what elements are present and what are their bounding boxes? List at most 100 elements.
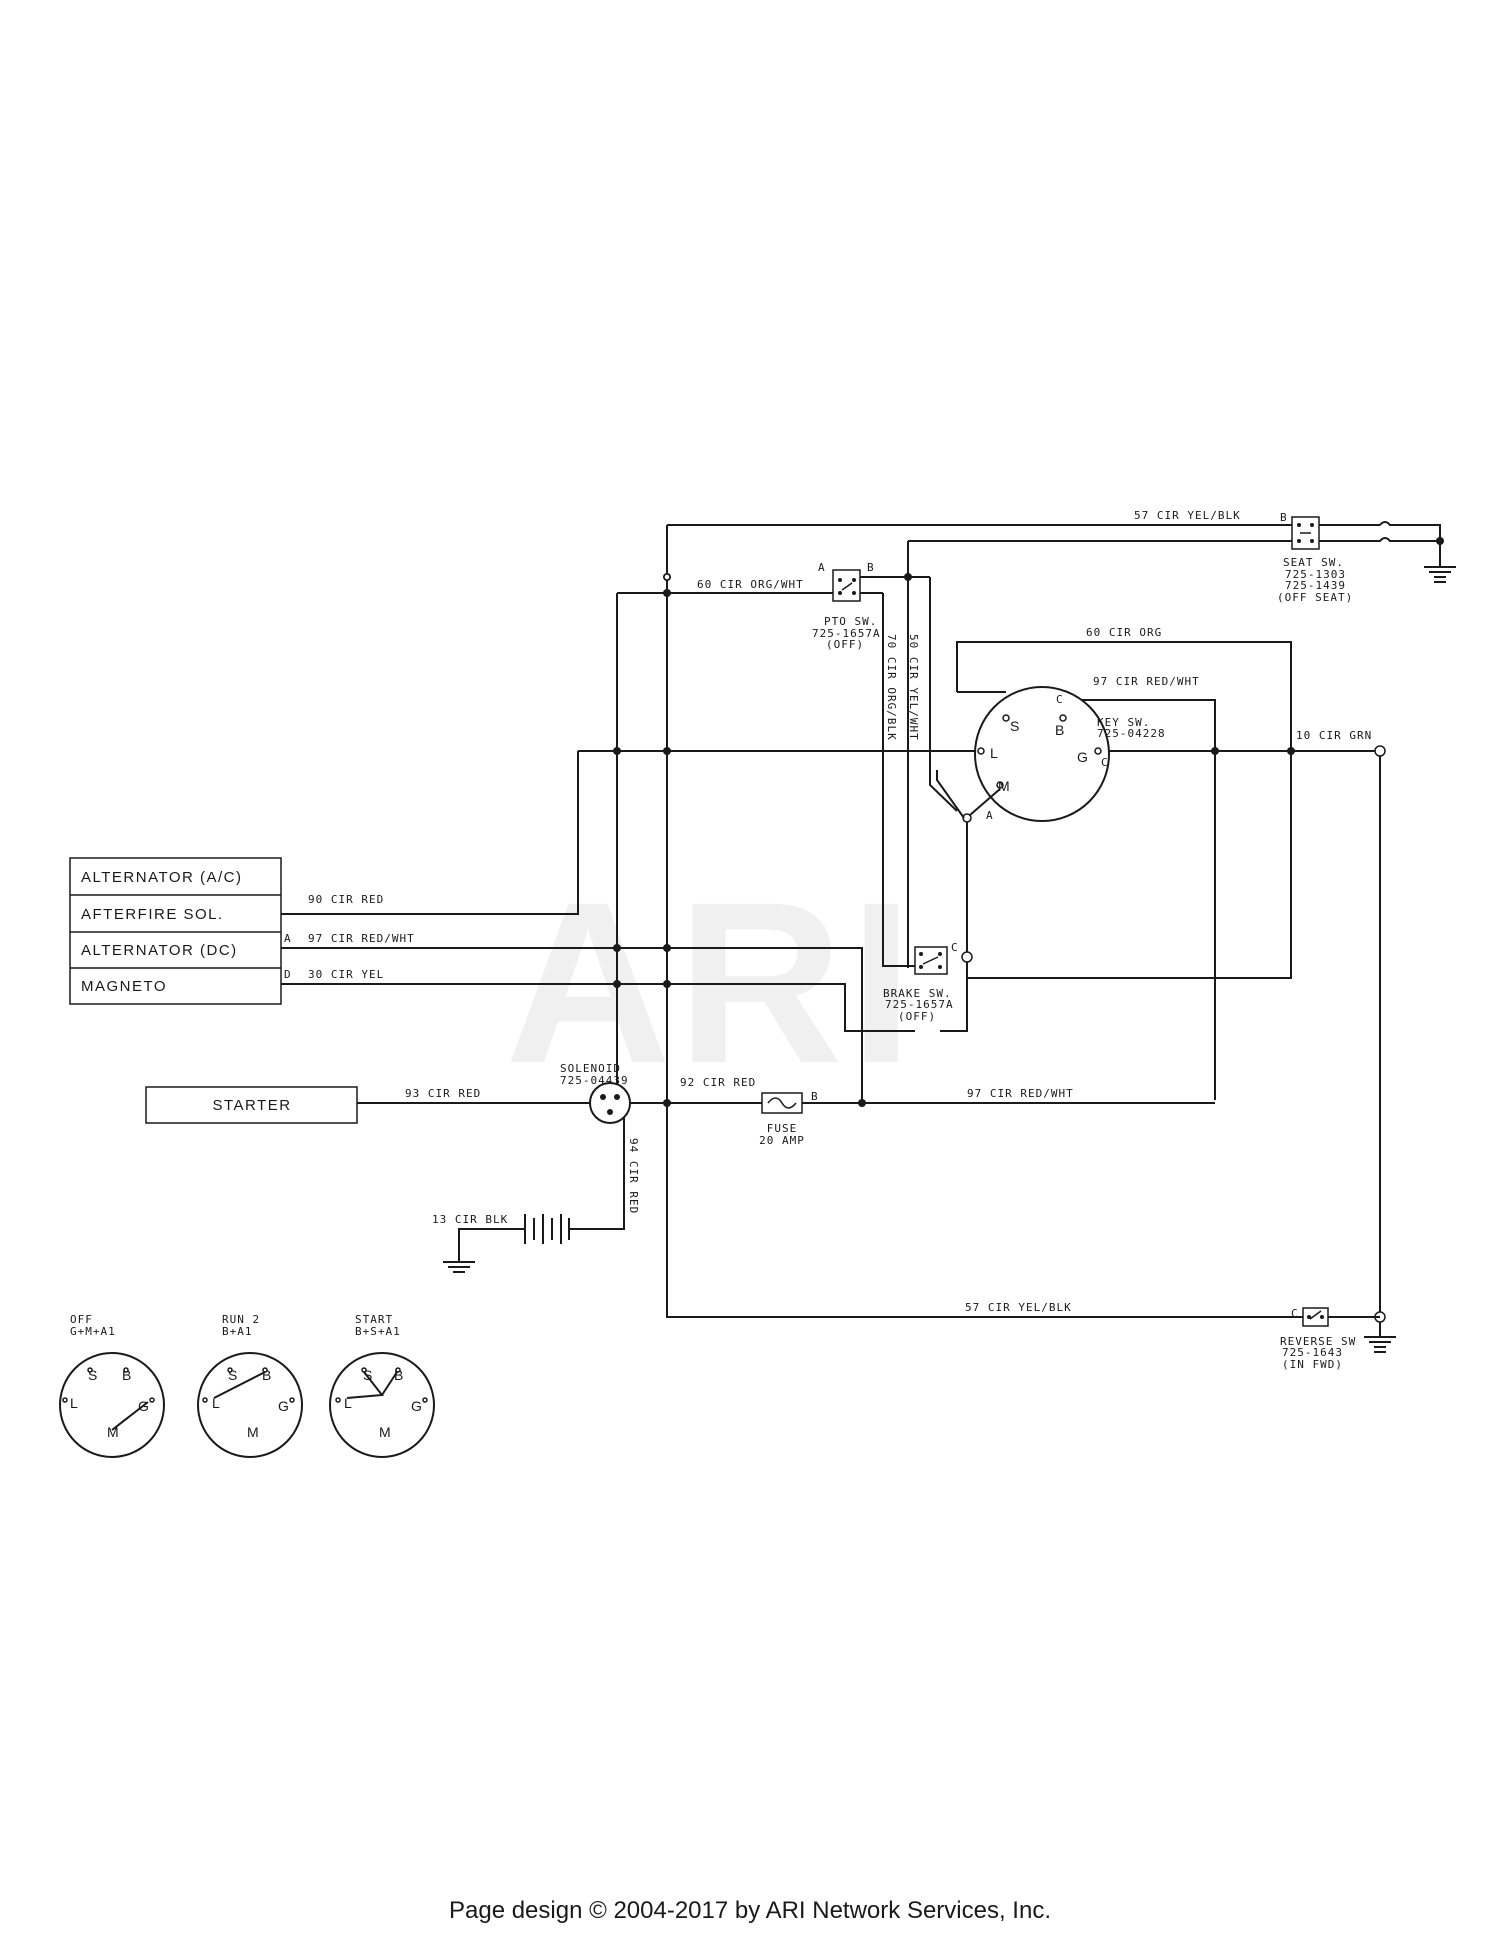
wire-94-red	[569, 1114, 625, 1230]
seat-terminal-b: B	[1280, 511, 1288, 524]
magneto-terminal-d: D	[284, 968, 292, 981]
run-pin-s: S	[228, 1367, 237, 1383]
off-pin-s: S	[88, 1367, 97, 1383]
key-terminal-l: L	[990, 745, 998, 761]
alternator-dc-terminal-a: A	[284, 932, 292, 945]
wire-labels: 57 CIR YEL/BLK 60 CIR ORG/WHT 60 CIR ORG…	[284, 509, 1372, 1314]
position-run-combo: B+A1	[222, 1325, 253, 1338]
brake-switch-label: BRAKE SW.	[883, 987, 952, 1000]
page-footer: Page design © 2004-2017 by ARI Network S…	[448, 1897, 1051, 1924]
pto-terminal-b: B	[867, 561, 875, 574]
engine-components-box: ALTERNATOR (A/C) AFTERFIRE SOL. ALTERNAT…	[69, 857, 282, 1005]
start-pin-b: B	[394, 1367, 403, 1383]
label-97-fuse: 97 CIR RED/WHT	[967, 1087, 1074, 1100]
reverse-part-number: 725-1643	[1282, 1346, 1343, 1359]
magneto-label: MAGNETO	[81, 978, 167, 995]
wire-90-red	[281, 751, 579, 915]
seat-part-number-1: 725-1303	[1285, 568, 1346, 581]
ground-reverse	[1364, 1336, 1396, 1353]
junction-dots	[613, 537, 1444, 1323]
label-97-key: 97 CIR RED/WHT	[1093, 675, 1200, 688]
fuse-rating: 20 AMP	[759, 1134, 805, 1147]
label-92-red: 92 CIR RED	[680, 1076, 756, 1089]
wire-57-yel-blk	[666, 525, 1303, 1318]
wire-30-yel	[281, 983, 915, 1032]
key-terminal-s: S	[1010, 718, 1019, 734]
key-terminal-m: M	[998, 778, 1010, 794]
reverse-terminal-c: C	[1291, 1307, 1299, 1320]
alternator-ac-label: ALTERNATOR (A/C)	[81, 869, 243, 886]
key-terminal-a: A	[986, 809, 994, 822]
fuse-label: FUSE	[767, 1122, 798, 1135]
key-switch: S B L G M C C A KEY SW. 725-04228	[936, 686, 1166, 823]
label-94-red: 94 CIR RED	[627, 1138, 640, 1214]
label-30-yel: 30 CIR YEL	[308, 968, 384, 981]
pto-state: (OFF)	[826, 638, 864, 651]
brake-switch: C BRAKE SW. 725-1657A (OFF)	[883, 941, 959, 1023]
pto-switch: A B PTO SW. 725-1657A (OFF)	[812, 561, 881, 651]
run-pin-b: B	[262, 1367, 271, 1383]
ground-seat	[1424, 566, 1456, 583]
label-60-org: 60 CIR ORG	[1086, 626, 1162, 639]
seat-state: (OFF SEAT)	[1277, 591, 1353, 604]
solenoid: SOLENOID 725-04439	[560, 1062, 631, 1124]
seat-switch-label: SEAT SW.	[1283, 556, 1344, 569]
position-run-name: RUN 2	[222, 1313, 260, 1326]
run-pin-g: G	[278, 1398, 289, 1414]
position-off-name: OFF	[70, 1313, 93, 1326]
run-pin-m: M	[247, 1424, 259, 1440]
seat-part-number-2: 725-1439	[1285, 579, 1346, 592]
starter-box: STARTER	[145, 1086, 358, 1124]
key-terminal-b: B	[1055, 722, 1064, 738]
key-switch-label: KEY SW.	[1097, 716, 1150, 729]
wire-13-blk	[458, 1228, 525, 1262]
key-position-run: RUN 2 B+A1 S B L G M	[197, 1313, 303, 1458]
brake-state: (OFF)	[898, 1010, 936, 1023]
key-terminal-g: G	[1077, 749, 1088, 765]
label-90-red: 90 CIR RED	[308, 893, 384, 906]
off-pin-l: L	[70, 1395, 78, 1411]
starter-label: STARTER	[212, 1097, 291, 1114]
wire-97-dc	[281, 947, 863, 1100]
label-93-red: 93 CIR RED	[405, 1087, 481, 1100]
afterfire-sol-label: AFTERFIRE SOL.	[81, 906, 224, 923]
watermark: ARI	[505, 854, 919, 1111]
position-start-name: START	[355, 1313, 393, 1326]
start-pin-g: G	[411, 1398, 422, 1414]
position-off-combo: G+M+A1	[70, 1325, 116, 1338]
solenoid-label: SOLENOID	[560, 1062, 621, 1075]
start-pin-m: M	[379, 1424, 391, 1440]
label-57-bottom: 57 CIR YEL/BLK	[965, 1301, 1072, 1314]
key-part-number: 725-04228	[1097, 727, 1166, 740]
fuse-terminal-b: B	[811, 1090, 819, 1103]
off-pin-m: M	[107, 1424, 119, 1440]
ground-battery	[443, 1261, 475, 1273]
label-10-grn: 10 CIR GRN	[1296, 729, 1372, 742]
pto-terminal-a: A	[818, 561, 826, 574]
battery	[524, 1214, 570, 1244]
start-pin-l: L	[344, 1395, 352, 1411]
key-position-off: OFF G+M+A1 S B L G M	[59, 1313, 165, 1458]
label-13-blk: 13 CIR BLK	[432, 1213, 508, 1226]
reverse-switch: C REVERSE SW 725-1643 (IN FWD)	[1280, 1307, 1380, 1371]
start-pin-s: S	[363, 1367, 372, 1383]
label-60-org-wht: 60 CIR ORG/WHT	[697, 578, 804, 591]
brake-part-number: 725-1657A	[885, 998, 954, 1011]
key-terminal-c-right: C	[1101, 756, 1109, 769]
run-pin-l: L	[212, 1395, 220, 1411]
position-start-combo: B+S+A1	[355, 1325, 401, 1338]
seat-switch: B SEAT SW. 725-1303 725-1439 (OFF SEAT)	[1277, 511, 1353, 604]
label-50-yel-wht: 50 CIR YEL/WHT	[907, 634, 920, 741]
key-terminal-c-top: C	[1056, 693, 1064, 706]
solenoid-part-number: 725-04439	[560, 1074, 629, 1087]
pto-switch-label: PTO SW.	[824, 615, 877, 628]
brake-terminal-c: C	[951, 941, 959, 954]
reverse-state: (IN FWD)	[1282, 1358, 1343, 1371]
pto-part-number: 725-1657A	[812, 627, 881, 640]
key-position-start: START B+S+A1 S B L G M	[329, 1313, 435, 1458]
label-70-org-blk: 70 CIR ORG/BLK	[885, 634, 898, 741]
label-57-top: 57 CIR YEL/BLK	[1134, 509, 1241, 522]
fuse: FUSE 20 AMP B	[759, 1090, 819, 1147]
reverse-switch-label: REVERSE SW	[1280, 1335, 1356, 1348]
